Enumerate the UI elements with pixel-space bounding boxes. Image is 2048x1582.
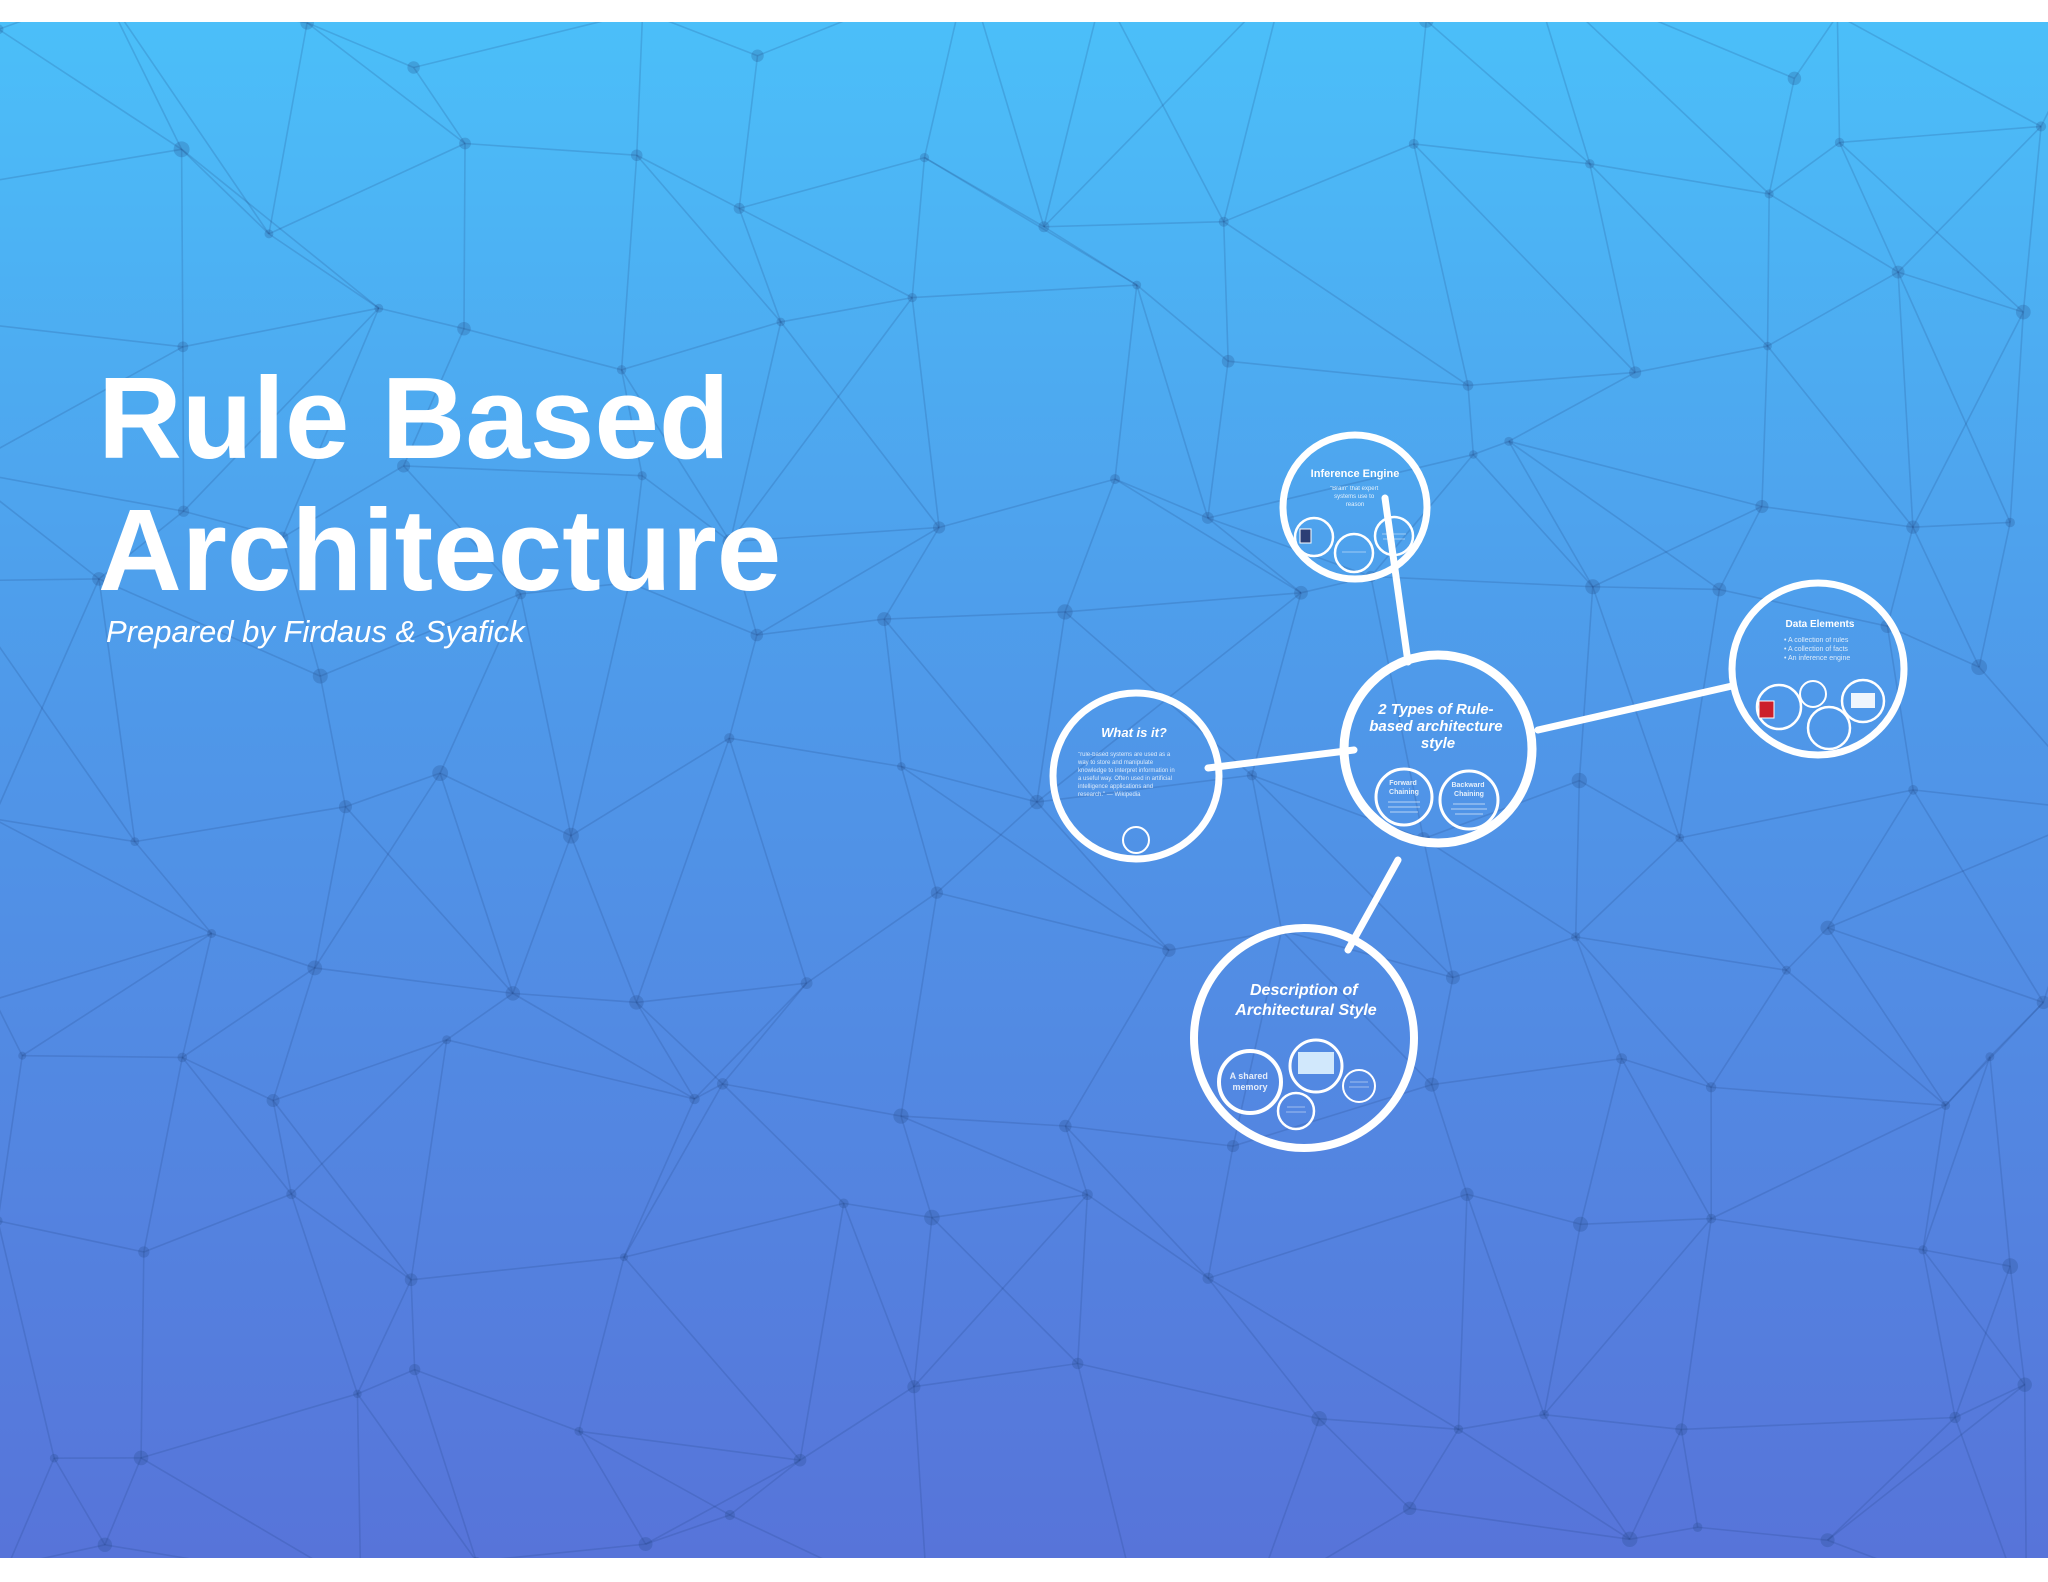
data-title: Data Elements [1786,619,1855,630]
center-title-2: based architecture [1369,718,1502,735]
slide-subtitle: Prepared by Firdaus & Syafick [106,614,525,649]
center-title-1: 2 Types of Rule- [1377,701,1493,718]
svg-text:Forward Chaining: Forward Chaining [1389,780,1419,796]
svg-text:• A collection of rules: • A collection of rules • A collection o… [1784,637,1850,662]
svg-text:Backward Chaining: Backward Chaining [1451,782,1486,798]
node-description[interactable]: Description of Architectural Style A sha… [1190,924,1418,1152]
prezi-slide: Rule Based Architecture Prepared by Fird… [0,22,2048,1558]
svg-text:"Brain" that expert sy: "Brain" that expert systems use to reaso… [1330,486,1380,508]
description-title-1: Description of [1250,982,1359,999]
sub-node-backward-chaining[interactable]: Backward Chaining [1438,769,1500,831]
mind-map: 2 Types of Rule- based architecture styl… [1049,431,1908,1152]
connector-data [1534,682,1736,734]
node-what-is-it[interactable]: What is it? "rule-based systems are used… [1049,689,1223,863]
slide-title: Rule Based Architecture [98,352,781,616]
node-inference-engine[interactable]: Inference Engine "Brain" that expert sys… [1279,431,1431,583]
title-line-1: Rule Based [98,353,730,483]
svg-text:A shared memory: A shared memory [1230,1071,1271,1092]
connector-what [1204,746,1358,772]
connector-inference [1381,494,1412,666]
network-background [0,22,2048,1558]
inference-title: Inference Engine [1311,468,1400,480]
sub-node-forward-chaining[interactable]: Forward Chaining [1374,767,1434,827]
connector-description [1344,856,1402,954]
connectors [1204,494,1736,954]
svg-text:"rule-based systems are used a: "rule-based systems are used as a way to… [1077,752,1176,798]
center-title-3: style [1421,735,1455,752]
svg-text:2 Types of Rule- based: 2 Types of Rule- based architecture styl… [1369,701,1507,752]
svg-text:Description of Archite: Description of Architectural Style [1234,982,1376,1019]
sub-node-shared-memory[interactable]: A shared memory [1217,1049,1283,1115]
title-line-2: Architecture [98,485,782,615]
description-title-2: Architectural Style [1234,1002,1376,1019]
node-rule-types[interactable]: 2 Types of Rule- based architecture styl… [1339,650,1537,848]
what-title: What is it? [1101,725,1167,740]
node-data-elements[interactable]: Data Elements • A collection of rules • … [1728,579,1908,759]
